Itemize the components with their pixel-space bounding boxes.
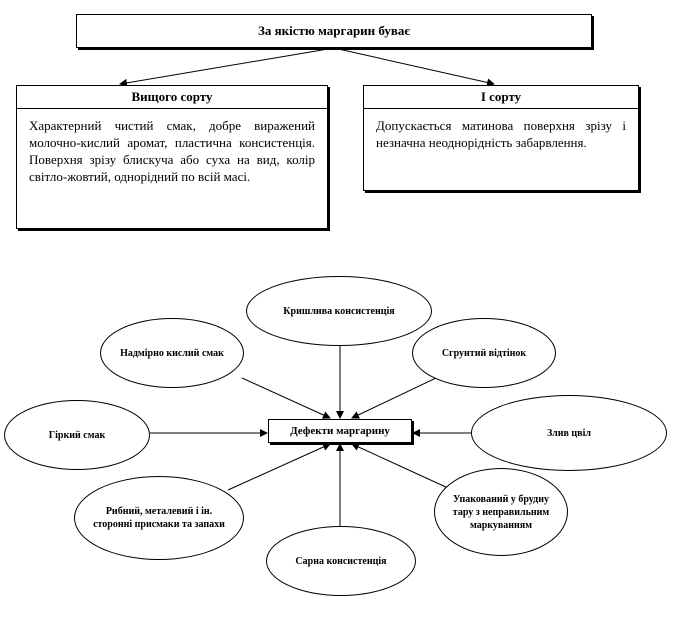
- defect-bitter-taste: Гіркий смак: [4, 400, 150, 470]
- arrow-from-top-right-ellipse: [351, 377, 437, 419]
- arrow-top-to-right: [333, 47, 495, 87]
- arrow-top-to-left: [119, 47, 335, 87]
- first-grade-description: Допускається матинова поверхня зрізу і н…: [376, 118, 626, 150]
- margarine-defects-center: Дефекти маргарину: [268, 419, 412, 443]
- premium-grade-box: Вищого сорту Характерний чистий смак, до…: [16, 85, 328, 229]
- arrow-from-top-left-ellipse: [241, 377, 331, 419]
- arrow-from-bottom-left-ellipse: [227, 443, 331, 491]
- defect-dirty-packaging: Упакований у брудну тару з неправильним …: [434, 468, 568, 556]
- premium-grade-header: Вищого сорту: [17, 86, 327, 109]
- first-grade-box: І сорту Допускається матинова поверхня з…: [363, 85, 639, 191]
- defect-crumbly-consistency: Кришлива консистенція: [246, 276, 432, 346]
- first-grade-header: І сорту: [364, 86, 638, 109]
- defect-foreign-tastes-odors: Рибний, металевий і ін. сторонні присмак…: [74, 476, 244, 560]
- arrow-from-bottom-right-ellipse: [351, 443, 449, 489]
- margarine-quality-title: За якістю маргарин буває: [76, 14, 592, 48]
- defect-mold: Злив цвіл: [471, 395, 667, 471]
- premium-grade-description: Характерний чистий смак, добре виражений…: [29, 118, 315, 184]
- defect-grey-consistency: Сарна консистенція: [266, 526, 416, 596]
- defect-earthy-tint: Сгрунтий відтінок: [412, 318, 556, 388]
- defect-excessively-sour-taste: Надмірно кислий смак: [100, 318, 244, 388]
